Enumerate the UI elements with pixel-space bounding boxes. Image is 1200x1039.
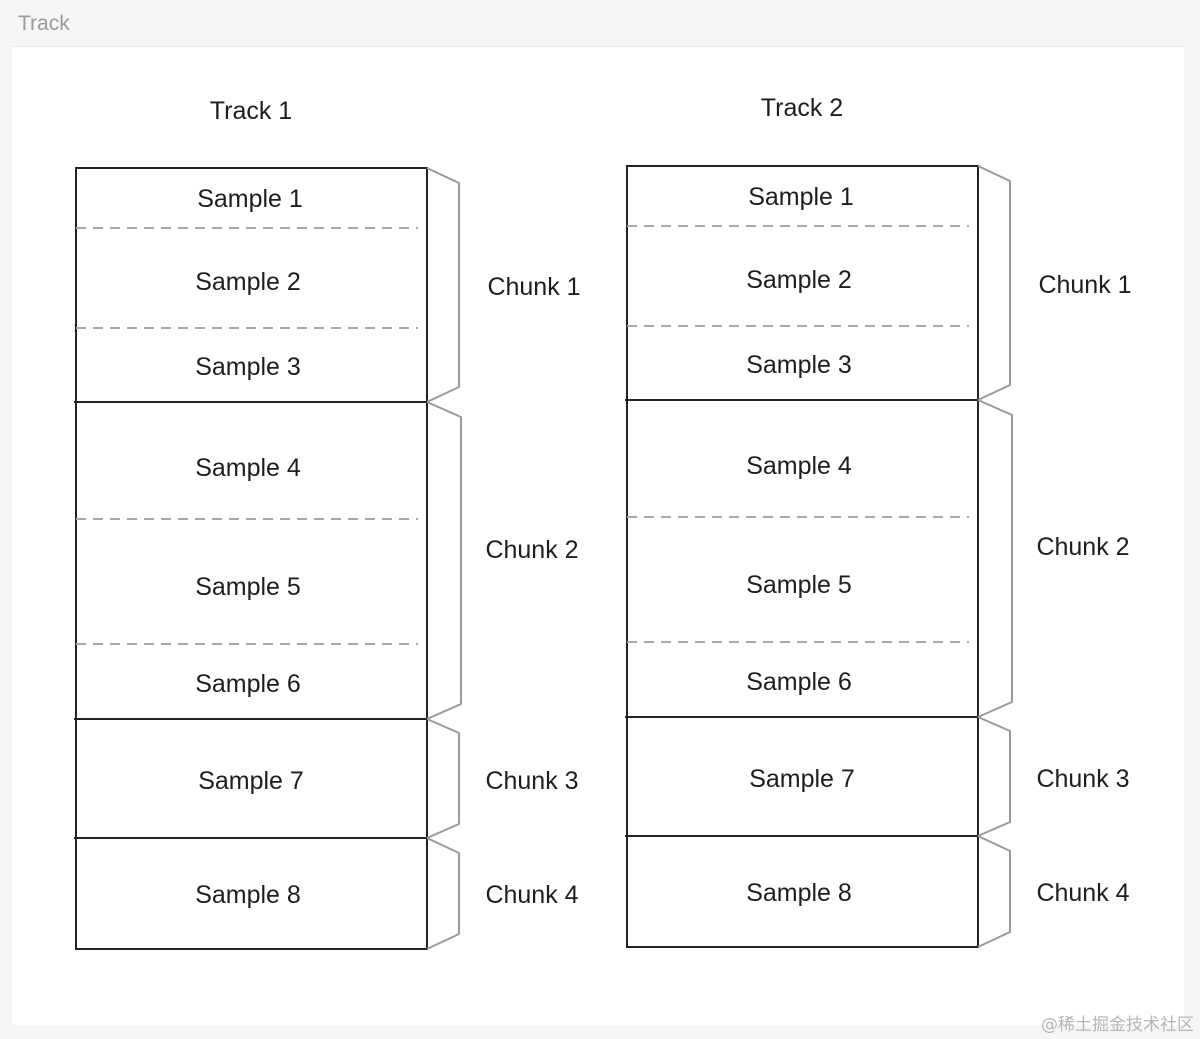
chunk-brace [977, 165, 1011, 401]
chunk-brace [977, 399, 1013, 718]
track-2: Track 2 Sample 1 Sample 2 Sample 3 Sampl… [625, 94, 1132, 948]
sample-label: Sample 4 [195, 454, 301, 482]
chunk-label: Chunk 4 [1036, 879, 1129, 907]
sample-label: Sample 1 [197, 185, 303, 213]
track-title: Track 1 [210, 97, 292, 125]
sample-label: Sample 5 [746, 571, 852, 599]
chunk-brace [426, 401, 462, 720]
chunk-brace [426, 167, 460, 403]
chunk-braces [426, 167, 462, 950]
track-box [626, 165, 979, 948]
chunk-label: Chunk 3 [1036, 765, 1129, 793]
sample-label: Sample 7 [198, 767, 304, 795]
watermark: @稀土掘金技术社区 [1041, 1015, 1194, 1035]
sample-label: Sample 3 [746, 351, 852, 379]
sample-label: Sample 4 [746, 452, 852, 480]
chunk-brace [426, 837, 460, 950]
sample-label: Sample 6 [746, 668, 852, 696]
chunk-label: Chunk 2 [1036, 533, 1129, 561]
sample-label: Sample 6 [195, 670, 301, 698]
track-title: Track 2 [761, 94, 843, 122]
chunk-brace [426, 718, 460, 839]
chunk-label: Chunk 3 [485, 767, 578, 795]
chunk-labels: Chunk 1 Chunk 2 Chunk 3 Chunk 4 [485, 273, 580, 909]
sample-label: Sample 2 [195, 268, 301, 296]
sample-label: Sample 2 [746, 266, 852, 294]
diagram-canvas [12, 46, 1184, 1025]
chunk-label: Chunk 4 [485, 881, 578, 909]
sample-label: Sample 1 [748, 183, 854, 211]
track-1: Track 1 Sample 1 Sample 2 Sample 3 Sampl… [74, 97, 581, 950]
sample-label: Sample 8 [195, 881, 301, 909]
sample-labels: Sample 1 Sample 2 Sample 3 Sample 4 Samp… [195, 185, 304, 909]
chunk-brace [977, 716, 1011, 837]
sample-labels: Sample 1 Sample 2 Sample 3 Sample 4 Samp… [746, 183, 855, 907]
page-label: Track [18, 12, 70, 35]
chunk-label: Chunk 2 [485, 536, 578, 564]
sample-label: Sample 5 [195, 573, 301, 601]
dividers [625, 225, 978, 837]
chunk-brace [977, 835, 1011, 948]
track-box [75, 167, 428, 950]
chunk-label: Chunk 1 [1038, 271, 1131, 299]
dividers [74, 227, 427, 839]
chunk-labels: Chunk 1 Chunk 2 Chunk 3 Chunk 4 [1036, 271, 1131, 907]
sample-label: Sample 8 [746, 879, 852, 907]
chunk-braces [977, 165, 1013, 948]
sample-label: Sample 3 [195, 353, 301, 381]
chunk-label: Chunk 1 [487, 273, 580, 301]
sample-label: Sample 7 [749, 765, 855, 793]
